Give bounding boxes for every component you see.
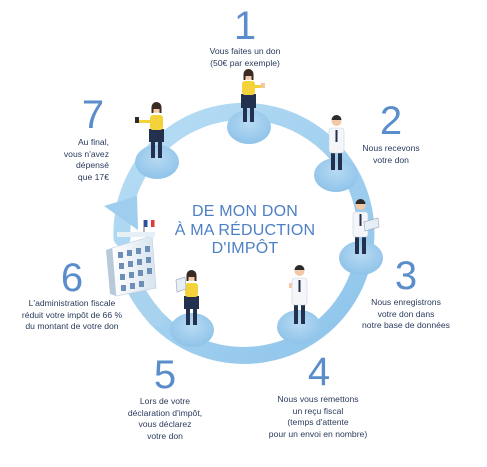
- node-disc-1: [227, 110, 271, 144]
- step-1-number: 1: [233, 4, 257, 48]
- title-line-1: DE MON DON: [192, 203, 298, 220]
- step-5-number: 5: [153, 353, 177, 397]
- node-disc-4: [277, 310, 321, 344]
- step-4-number: 4: [307, 350, 331, 394]
- step-5-caption: Lors de votre déclaration d'impôt, vous …: [127, 396, 203, 441]
- person-recorder-icon: [352, 199, 380, 254]
- cycle-arrowhead: [104, 196, 138, 230]
- title-line-2: À MA RÉDUCTION: [174, 221, 316, 239]
- step-7-number: 7: [81, 93, 105, 137]
- step-2-number: 2: [379, 99, 403, 143]
- person-receiver-icon: [328, 115, 345, 170]
- step-7-caption: Au final, vous n'avez dépensé que 17€: [63, 137, 109, 182]
- node-disc-2: [314, 158, 358, 192]
- step-2-caption: Nous recevons votre don: [362, 143, 420, 165]
- cycle-ring: [113, 102, 375, 364]
- step-6-caption: L'administration fiscale réduit votre im…: [21, 298, 123, 331]
- person-final-icon: [135, 102, 164, 158]
- diagram-title: DE MON DON À MA RÉDUCTION D'IMPÔT: [170, 203, 320, 259]
- step-3-caption: Nous enregistrons votre don dans notre b…: [362, 297, 450, 330]
- person-donor-icon: [241, 69, 265, 122]
- step-1-caption: Vous faites un don (50€ par exemple): [209, 46, 281, 68]
- node-disc-5: [170, 313, 214, 347]
- node-disc-3: [339, 241, 383, 275]
- step-3-number: 3: [394, 254, 418, 298]
- step-4-caption: Nous vous remettons un reçu fiscal (temp…: [268, 394, 368, 439]
- node-disc-7: [135, 145, 179, 179]
- step-6-number: 6: [60, 256, 84, 300]
- person-receipt-sender-icon: [289, 265, 308, 324]
- title-line-3: D'IMPÔT: [211, 240, 279, 257]
- person-declarant-icon: [175, 270, 199, 325]
- tax-office-building-icon: [106, 220, 157, 297]
